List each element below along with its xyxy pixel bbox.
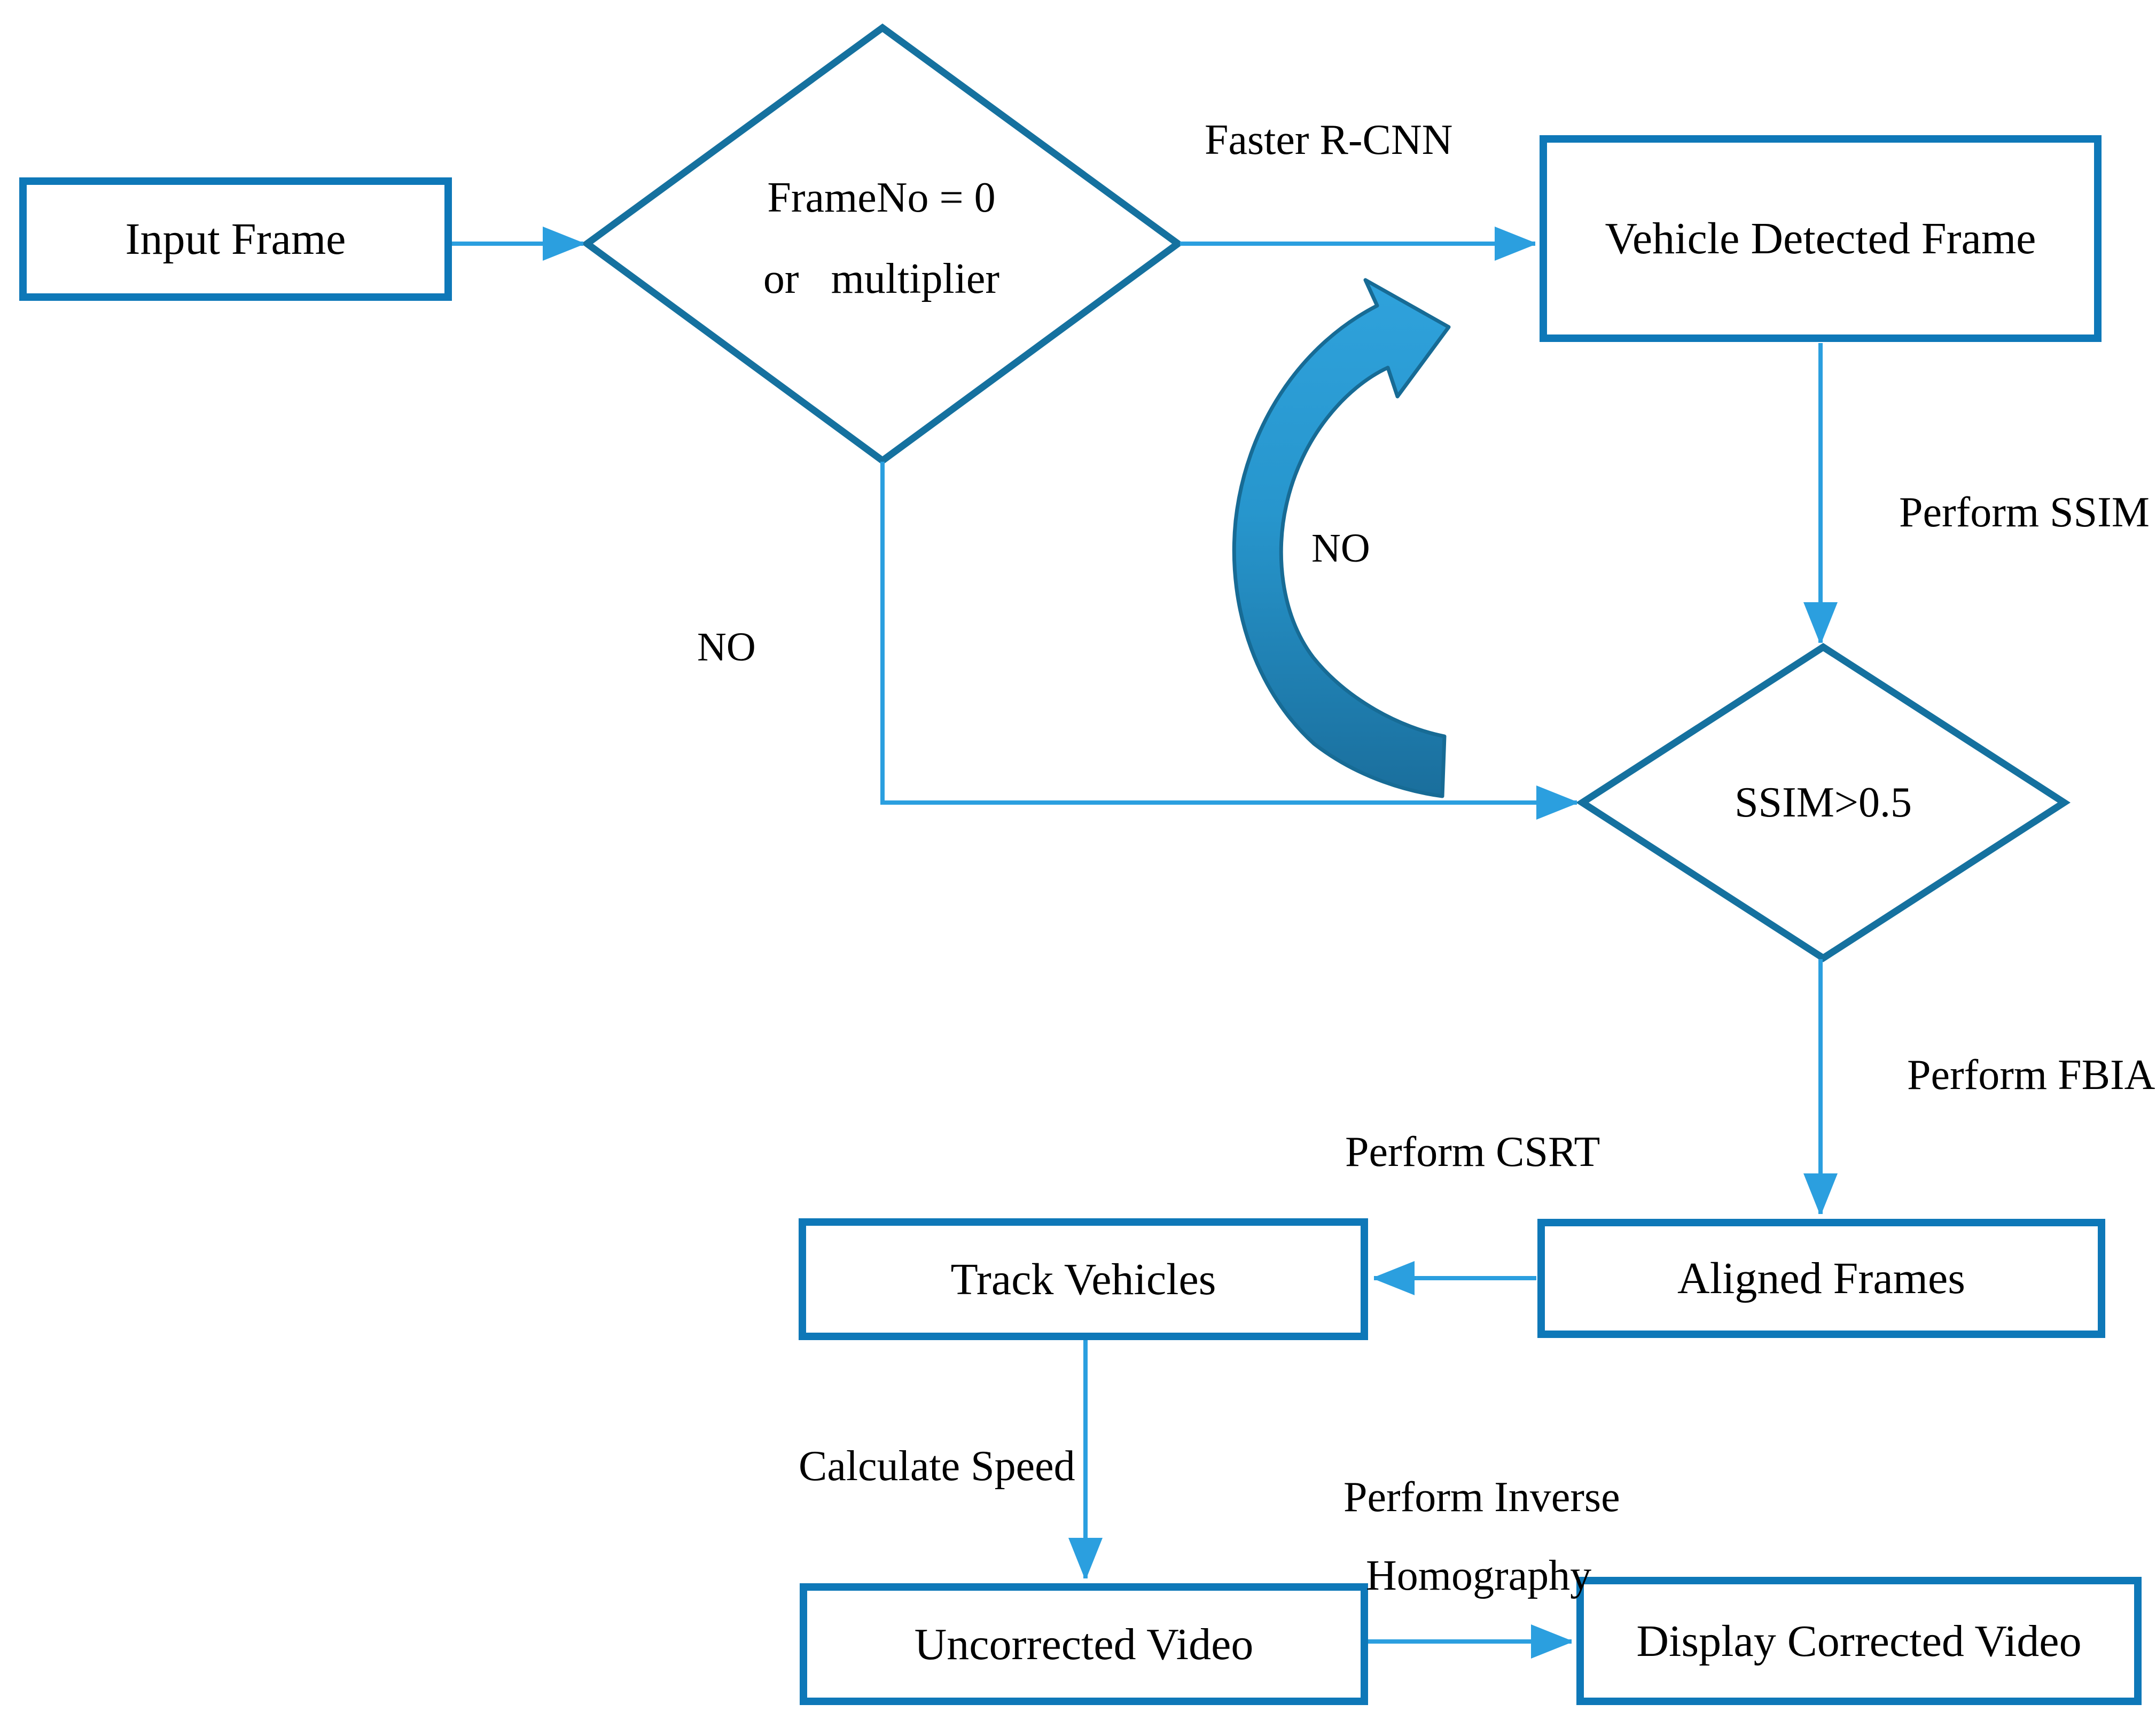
node-vehicle-detected-frame-label: Vehicle Detected Frame — [1605, 214, 2036, 263]
node-track-vehicles-label: Track Vehicles — [950, 1254, 1216, 1304]
node-input-frame: Input Frame — [19, 177, 452, 301]
ssim-check-diamond — [1576, 643, 2071, 962]
label-no-left: NO — [697, 625, 756, 670]
frame-check-line1: FrameNo = 0 — [767, 174, 996, 221]
node-aligned-frames-label: Aligned Frames — [1677, 1254, 1965, 1303]
edge-framecheck-no-to-ssimcheck — [880, 462, 1577, 803]
label-perform-csrt: Perform CSRT — [1345, 1129, 1600, 1176]
label-no-loop: NO — [1311, 526, 1370, 571]
label-perform-ssim: Perform SSIM — [1899, 489, 2150, 536]
node-aligned-frames: Aligned Frames — [1537, 1219, 2105, 1338]
frame-check-diamond — [581, 23, 1184, 465]
node-display-corrected-video-label: Display Corrected Video — [1636, 1616, 2082, 1666]
label-calculate-speed: Calculate Speed — [799, 1443, 1075, 1490]
node-track-vehicles: Track Vehicles — [799, 1218, 1368, 1340]
no-loop-curved-arrow — [1232, 278, 1451, 798]
label-perform-inverse: Perform Inverse — [1343, 1474, 1620, 1521]
label-perform-fbia: Perform FBIA — [1907, 1052, 2155, 1099]
ssim-check-label: SSIM>0.5 — [1735, 779, 1912, 826]
node-uncorrected-video: Uncorrected Video — [800, 1583, 1368, 1705]
node-uncorrected-video-label: Uncorrected Video — [914, 1619, 1254, 1669]
label-homography: Homography — [1366, 1552, 1592, 1599]
node-display-corrected-video: Display Corrected Video — [1576, 1577, 2142, 1705]
label-faster-rcnn: Faster R-CNN — [1205, 116, 1453, 164]
node-input-frame-label: Input Frame — [125, 214, 346, 264]
node-vehicle-detected-frame: Vehicle Detected Frame — [1540, 135, 2102, 342]
frame-check-line2: or multiplier — [763, 255, 1000, 302]
